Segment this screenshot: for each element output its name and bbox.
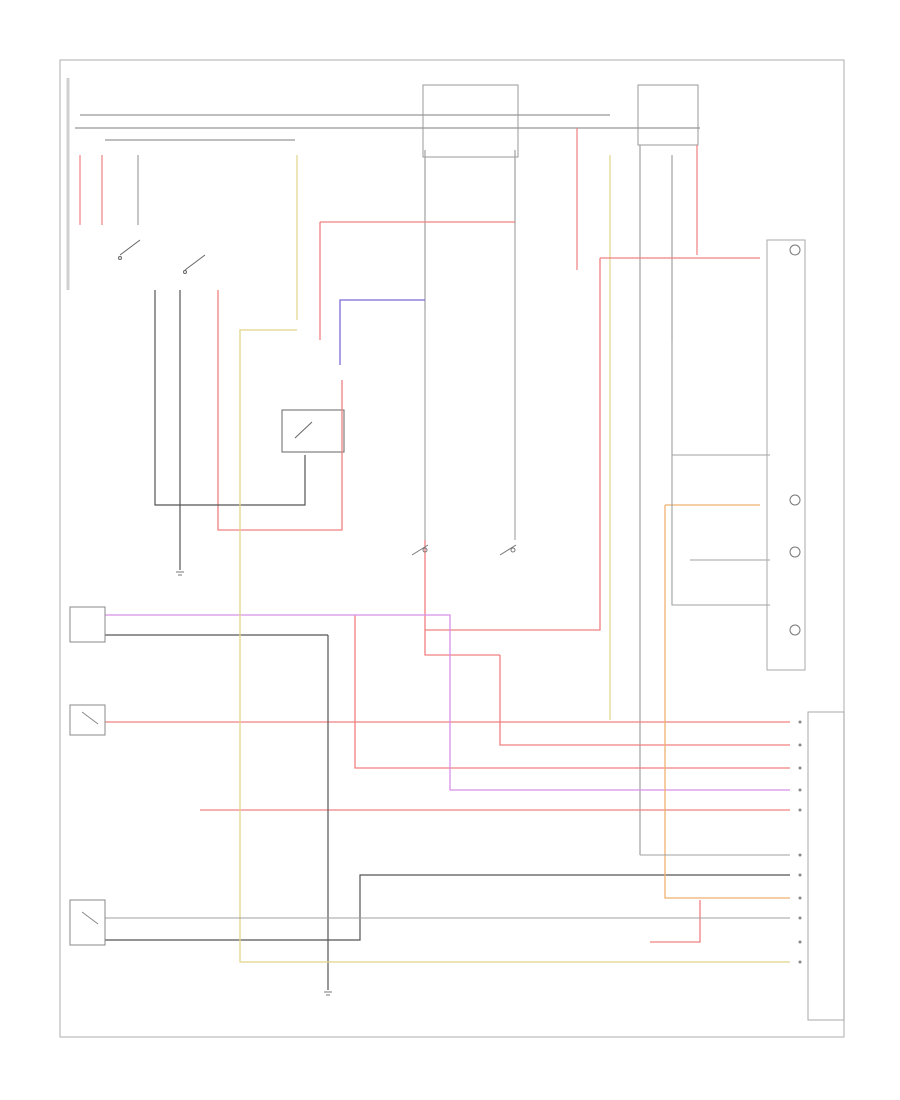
indicator-icon-2 (789, 494, 801, 506)
blue-wire (339, 299, 425, 365)
indicator-icon-3 (789, 546, 801, 558)
ground-point-2 (324, 991, 332, 996)
fuse-block (422, 84, 699, 158)
ground-point (176, 571, 184, 576)
instrument-cluster (766, 239, 806, 671)
ignition-switch (118, 239, 206, 274)
violet-wire (105, 614, 790, 791)
power-bus (75, 114, 700, 141)
switch-1 (69, 606, 106, 643)
high-beam-indicator-icon (789, 244, 801, 256)
diagram-frame (59, 59, 845, 1038)
left-headlight (411, 544, 429, 556)
headlight-relay (281, 409, 345, 453)
connector-pins (798, 720, 802, 964)
indicator-icon-4 (789, 624, 801, 636)
bus-drops (79, 128, 698, 855)
switch-3 (69, 899, 106, 946)
right-headlight (499, 544, 517, 556)
yellow-wire (239, 329, 790, 963)
gray-wiring (105, 225, 790, 919)
switch-2 (69, 704, 106, 736)
black-wiring (105, 290, 790, 990)
system-control-module (807, 711, 845, 1021)
red-wiring (105, 221, 790, 943)
orange-wire (664, 505, 790, 899)
